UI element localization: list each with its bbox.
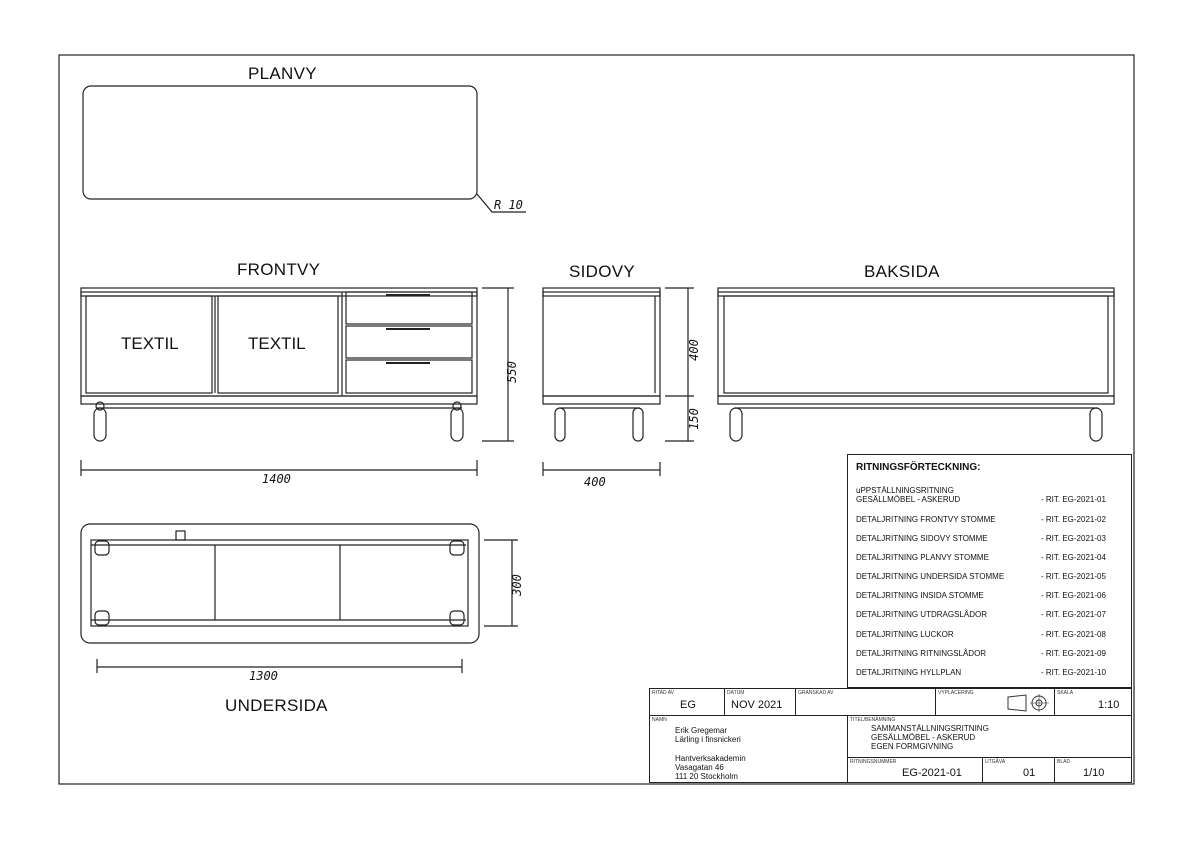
under-width-dim: 1300 [249, 669, 278, 683]
title-block: RITAD AV EG DATUM NOV 2021 GRANSKAD AV V… [649, 688, 1132, 783]
namn-value: Erik Gregemar Lärling i finsnickeri [675, 726, 741, 744]
titel-caption: TITEL/BENÄMNING [850, 717, 896, 723]
back-view [717, 287, 1115, 442]
ritad-av-caption: RITAD AV [652, 690, 675, 696]
index-ref: - RIT. EG-2021-01 [1041, 495, 1106, 504]
drawing-index: RITNINGSFÖRTECKNING: uPPSTÄLLNINGSRITNIN… [847, 454, 1132, 688]
index-label: DETALJRITNING UNDERSIDA STOMME [856, 572, 1005, 581]
cell-namn: NAMN Erik Gregemar Lärling i finsnickeri… [650, 716, 848, 782]
adress-value: Hantverksakademin Vasagatan 46 111 20 St… [675, 754, 746, 781]
projection-symbol-icon [1007, 694, 1049, 712]
vyplacering-caption: VYPLACERING [938, 690, 974, 696]
index-ref: - RIT. EG-2021-04 [1041, 553, 1106, 562]
radius-leader [476, 193, 526, 213]
index-label: DETALJRITNING FRONTVY STOMME [856, 515, 996, 524]
index-ref: - RIT. EG-2021-09 [1041, 649, 1106, 658]
cell-skala: SKALA 1:10 [1055, 689, 1131, 716]
plan-view-top [82, 85, 478, 200]
under-depth-dim: 300 [509, 574, 524, 596]
side-depth-dim: 400 [584, 475, 606, 489]
front-width-dim: 1400 [262, 472, 291, 486]
index-label: DETALJRITNING RITNINGSLÅDOR [856, 649, 987, 658]
cell-titel: TITEL/BENÄMNING SAMMANSTÄLLNINGSRITNING … [848, 716, 1131, 758]
index-ref: - RIT. EG-2021-03 [1041, 534, 1106, 543]
radius-label: R 10 [494, 198, 523, 212]
blad-caption: BLAD [1057, 759, 1071, 765]
index-ref: - RIT. EG-2021-05 [1041, 572, 1106, 581]
index-label: DETALJRITNING LUCKOR [856, 630, 954, 639]
underside-view [80, 523, 518, 673]
granskad-caption: GRANSKAD AV [798, 690, 834, 696]
cell-granskad: GRANSKAD AV [796, 689, 936, 716]
side-body-dim: 400 [686, 339, 701, 361]
cell-ritad-av: RITAD AV EG [650, 689, 725, 716]
index-label: DETALJRITNING PLANVY STOMME [856, 553, 989, 562]
side-view [542, 287, 694, 476]
index-label: uPPSTÄLLNINGSRITNING GESÄLLMÖBEL - ASKER… [856, 486, 961, 504]
front-view-title: FRONTVY [237, 260, 321, 279]
index-ref: - RIT. EG-2021-10 [1041, 668, 1106, 677]
ritad-av-value: EG [680, 699, 696, 711]
cell-datum: DATUM NOV 2021 [725, 689, 796, 716]
side-legs-dim: 150 [686, 408, 701, 430]
index-ref: - RIT. EG-2021-06 [1041, 591, 1106, 600]
ritningsnummer-caption: RITNINGSNUMMER [850, 759, 897, 765]
front-view [80, 287, 514, 476]
front-height-dim: 550 [504, 361, 519, 383]
ritningsnummer-value: EG-2021-01 [902, 767, 962, 779]
cell-blad: BLAD 1/10 [1055, 758, 1131, 782]
underside-view-title: UNDERSIDA [225, 696, 328, 715]
datum-caption: DATUM [727, 690, 745, 696]
utgava-value: 01 [1023, 767, 1036, 779]
plan-view-title: PLANVY [248, 64, 317, 83]
drawing-index-title: RITNINGSFÖRTECKNING: [856, 462, 981, 473]
textil-label-right: TEXTIL [248, 334, 306, 353]
blad-value: 1/10 [1083, 767, 1105, 779]
side-view-title: SIDOVY [569, 262, 636, 281]
sheet-border [58, 54, 1135, 785]
textil-label-left: TEXTIL [121, 334, 179, 353]
index-ref: - RIT. EG-2021-02 [1041, 515, 1106, 524]
cell-ritningsnummer: RITNINGSNUMMER EG-2021-01 [848, 758, 983, 782]
cell-vyplacering: VYPLACERING [936, 689, 1055, 716]
skala-caption: SKALA [1057, 690, 1074, 696]
utgava-caption: UTGÅVA [985, 759, 1006, 765]
index-label: DETALJRITNING SIDOVY STOMME [856, 534, 988, 543]
index-ref: - RIT. EG-2021-07 [1041, 610, 1106, 619]
index-ref: - RIT. EG-2021-08 [1041, 630, 1106, 639]
namn-caption: NAMN [652, 717, 667, 723]
index-label: DETALJRITNING INSIDA STOMME [856, 591, 984, 600]
index-label: DETALJRITNING HYLLPLAN [856, 668, 962, 677]
back-view-title: BAKSIDA [864, 262, 940, 281]
titel-value: SAMMANSTÄLLNINGSRITNING GESÄLLMÖBEL - AS… [871, 724, 989, 751]
index-label: DETALJRITNING UTDRAGSLÅDOR [856, 610, 987, 619]
datum-value: NOV 2021 [731, 699, 783, 711]
cell-utgava: UTGÅVA 01 [983, 758, 1055, 782]
skala-value: 1:10 [1098, 699, 1120, 711]
